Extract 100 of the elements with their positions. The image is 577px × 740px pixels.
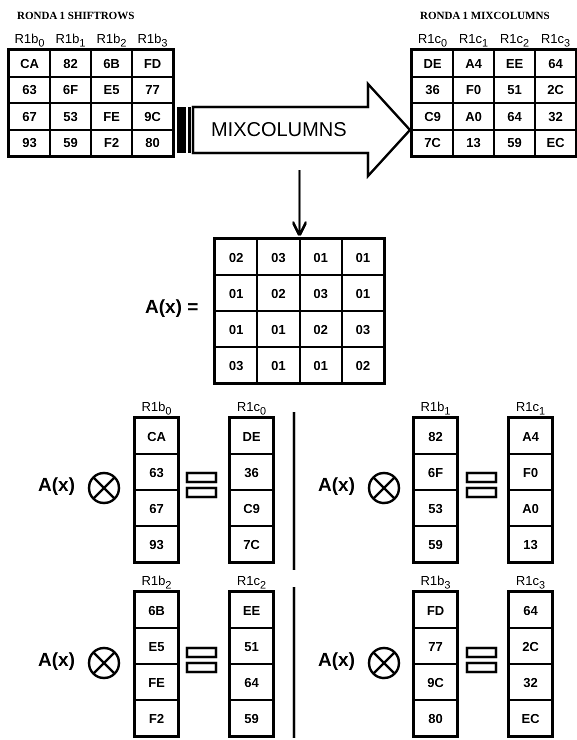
- column-header: R1c$_{1}$: [458, 32, 490, 51]
- matrix-cell: 02: [215, 239, 258, 275]
- matrix-cell: 6B: [135, 592, 178, 628]
- column-header: R1b$_{3}$: [136, 32, 168, 51]
- matrix-cell: FE: [91, 103, 132, 130]
- matrix-cell: 03: [257, 239, 300, 275]
- matrix-cell: 67: [135, 490, 178, 526]
- matrix-cell: EE: [494, 50, 535, 76]
- matrix-cell: 64: [494, 103, 535, 130]
- matrix-cell: 01: [257, 347, 300, 383]
- matrix-cell: 64: [230, 664, 273, 700]
- column-header: R1c$_{1}$: [514, 400, 546, 419]
- column-header: R1b$_{3}$: [420, 574, 452, 593]
- matrix-cell: 6F: [414, 454, 457, 490]
- matrix-cell: 80: [414, 700, 457, 736]
- matrix-cell: F0: [453, 76, 494, 103]
- matrix-cell: 01: [257, 311, 300, 347]
- matrix-cell: 01: [300, 347, 342, 383]
- matrix-cell: 59: [50, 130, 91, 156]
- matrix-cell: 6F: [50, 76, 91, 103]
- matrix-cell: EC: [509, 700, 552, 736]
- matrix-cell: 01: [342, 239, 384, 275]
- matrix-cell: 03: [300, 275, 342, 311]
- matrix-cell: 6B: [91, 50, 132, 76]
- matrix-cell: 64: [535, 50, 576, 76]
- matrix-cell: 9C: [414, 664, 457, 700]
- matrix-cell: FD: [414, 592, 457, 628]
- matrix-cell: 32: [509, 664, 552, 700]
- column-header: R1c$_{2}$: [236, 574, 268, 593]
- matrix-cell: 01: [300, 239, 342, 275]
- matrix-cell: F2: [135, 700, 178, 736]
- matrix-cell: 82: [414, 418, 457, 454]
- matrix-cell: 02: [342, 347, 384, 383]
- column-header: R1c$_{0}$: [416, 32, 448, 51]
- matrix-cell: 53: [50, 103, 91, 130]
- matrix-cell: DE: [412, 50, 453, 76]
- matrix-cell: 01: [342, 275, 384, 311]
- matrix-cell: A0: [509, 490, 552, 526]
- matrix-title: RONDA 1 MIXCOLUMNS: [420, 10, 550, 22]
- edge-label: MIXCOLUMNS: [211, 118, 347, 142]
- matrix-cell: 93: [9, 130, 50, 156]
- matrix-cell: 32: [535, 103, 576, 130]
- matrix-cell: 53: [414, 490, 457, 526]
- formula-label: A(x): [318, 475, 355, 497]
- formula-label: A(x): [38, 475, 75, 497]
- matrix-cell: 7C: [412, 130, 453, 156]
- matrix-cell: 7C: [230, 526, 273, 562]
- matrix-cell: 03: [342, 311, 384, 347]
- matrix-cell: C9: [230, 490, 273, 526]
- matrix-cell: 93: [135, 526, 178, 562]
- matrix-cell: CA: [135, 418, 178, 454]
- matrix-cell: 2C: [535, 76, 576, 103]
- matrix-cell: 36: [412, 76, 453, 103]
- matrix-cell: EE: [230, 592, 273, 628]
- column-header: R1c$_{2}$: [498, 32, 530, 51]
- column-header: R1c$_{3}$: [514, 574, 546, 593]
- matrix-cell: 13: [509, 526, 552, 562]
- formula-label: A(x) =: [145, 297, 198, 319]
- matrix-cell: 64: [509, 592, 552, 628]
- column-header: R1b$_{2}$: [96, 32, 128, 51]
- matrix-cell: 63: [135, 454, 178, 490]
- column-header: R1c$_{0}$: [236, 400, 268, 419]
- matrix-cell: 59: [230, 700, 273, 736]
- matrix-cell: 59: [494, 130, 535, 156]
- arrow: [291, 170, 308, 237]
- matrix-cell: 13: [453, 130, 494, 156]
- matrix-cell: 51: [494, 76, 535, 103]
- matrix-cell: 9C: [132, 103, 173, 130]
- matrix-cell: A0: [453, 103, 494, 130]
- formula-label: A(x): [318, 650, 355, 672]
- matrix-cell: 01: [215, 275, 258, 311]
- column-header: R1c$_{3}$: [540, 32, 572, 51]
- column-header: R1b$_{0}$: [14, 32, 46, 51]
- matrix-cell: A4: [509, 418, 552, 454]
- matrix-cell: 80: [132, 130, 173, 156]
- column-header: R1b$_{0}$: [140, 400, 172, 419]
- column-header: R1b$_{2}$: [140, 574, 172, 593]
- matrix-cell: 82: [50, 50, 91, 76]
- matrix-cell: 36: [230, 454, 273, 490]
- matrix-cell: 51: [230, 628, 273, 664]
- matrix-cell: 59: [414, 526, 457, 562]
- column-header: R1b$_{1}$: [54, 32, 86, 51]
- matrix-cell: E5: [135, 628, 178, 664]
- matrix-cell: C9: [412, 103, 453, 130]
- matrix-cell: F0: [509, 454, 552, 490]
- column-header: R1b$_{1}$: [420, 400, 452, 419]
- matrix-cell: F2: [91, 130, 132, 156]
- matrix-cell: A4: [453, 50, 494, 76]
- matrix-cell: 63: [9, 76, 50, 103]
- matrix-cell: FD: [132, 50, 173, 76]
- matrix-cell: 77: [132, 76, 173, 103]
- matrix-cell: CA: [9, 50, 50, 76]
- matrix-cell: E5: [91, 76, 132, 103]
- matrix-cell: 02: [257, 275, 300, 311]
- matrix-cell: FE: [135, 664, 178, 700]
- matrix-cell: 2C: [509, 628, 552, 664]
- matrix-cell: 02: [300, 311, 342, 347]
- matrix-cell: 03: [215, 347, 258, 383]
- matrix-cell: DE: [230, 418, 273, 454]
- matrix-cell: 67: [9, 103, 50, 130]
